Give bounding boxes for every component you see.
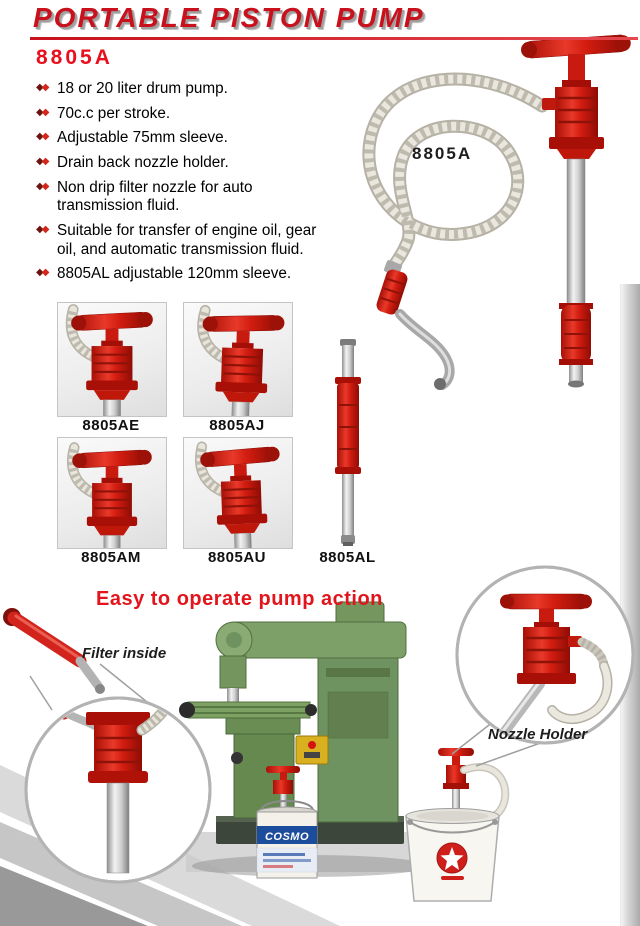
page-title: PORTABLE PISTON PUMP [33,2,425,33]
variant-label: 8805AU [207,549,267,566]
feature-item: ◆◆ Adjustable 75mm sleeve. [36,129,330,148]
feature-item: ◆◆ Suitable for transfer of engine oil, g… [36,222,330,259]
variant-label: 8805AE [82,417,140,434]
variant-label: 8805AM [81,549,141,566]
coiled-hose [362,72,549,273]
diamond-bullet-icon: ◆◆ [36,106,50,118]
feature-text: Non drip filter nozzle for auto transmis… [57,178,253,215]
angled-pump-illustration [3,608,105,694]
diamond-bullet-icon: ◆◆ [36,82,50,93]
feature-text: 18 or 20 liter drum pump. [57,80,228,97]
diamond-bullet-icon: ◆◆ [36,180,50,192]
action-heading: Easy to operate pump action [96,588,383,610]
filter-inside-label: Filter inside [82,645,167,662]
title-rule [30,37,638,40]
hero-model-label: 8805A [412,144,473,163]
diamond-bullet-icon: ◆◆ [36,223,50,235]
nozzle-callout-circle [455,565,635,745]
right-edge-decorative-bar [620,284,640,926]
bottom-collage: COSMO [0,565,635,926]
nozzle-assembly [376,260,455,390]
model-number: 8805A [36,46,113,69]
feature-item: ◆◆ Drain back nozzle holder. [36,154,330,173]
diamond-bullet-icon: ◆◆ [36,131,50,143]
feature-item: ◆◆ Non drip filter nozzle for auto transm… [36,179,330,216]
variant-thumb-8805al [335,339,361,546]
pail-illustration [405,748,510,902]
oil-can-illustration: COSMO [256,766,318,879]
feature-text: 8805AL adjustable 120mm sleeve. [57,265,292,283]
feature-list: ◆◆ 18 or 20 liter drum pump. ◆◆ 70c.c per … [36,80,330,290]
feature-text: Adjustable 75mm sleeve. [57,129,228,147]
variant-thumb-8805am [57,437,167,549]
feature-item: ◆◆ 70c.c per stroke. [36,105,330,124]
cosmo-brand: COSMO [265,831,309,843]
variant-label: 8805AJ [209,417,265,434]
feature-text: Suitable for transfer of engine oil, gea… [57,221,317,258]
feature-item: ◆◆ 18 or 20 liter drum pump. [36,80,330,99]
diamond-bullet-icon: ◆◆ [36,155,50,167]
variant-thumb-8805au [183,437,293,549]
diamond-bullet-icon: ◆◆ [36,267,50,279]
feature-text: 70c.c per stroke. [57,104,171,122]
variant-thumb-8805ae [57,302,167,417]
pump-body [521,34,631,388]
hero-product-illustration [362,34,631,390]
variant-thumb-8805aj [183,302,293,417]
nozzle-holder-label: Nozzle Holder [488,726,588,743]
feature-item: ◆◆ 8805AL adjustable 120mm sleeve. [36,265,330,284]
feature-text: Drain back nozzle holder. [57,153,229,171]
filter-callout-circle [24,696,212,884]
variant-label: 8805AL [319,549,376,566]
